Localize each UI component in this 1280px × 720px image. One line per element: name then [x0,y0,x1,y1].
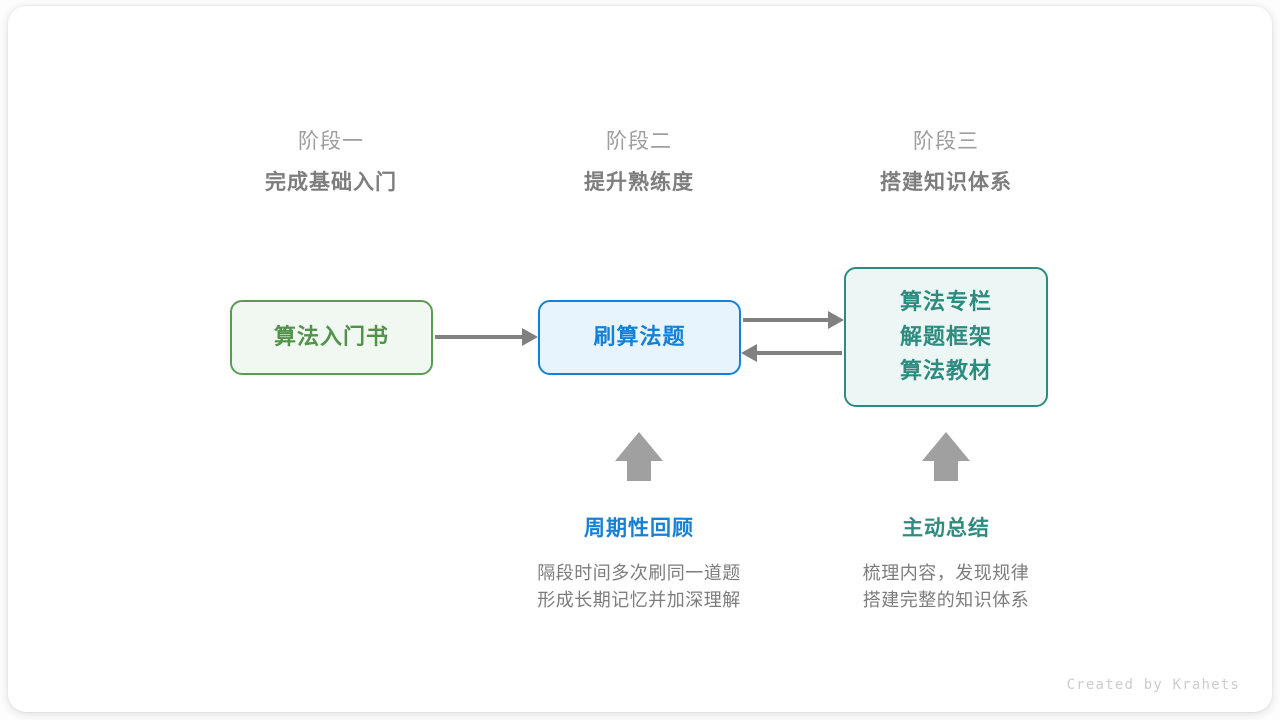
annotation-summary-desc-line-1: 梳理内容，发现规律 [862,563,1030,583]
annotation-review-desc-line-1: 隔段时间多次刷同一道题 [537,563,741,583]
stage-header-2: 阶段二 提升熟练度 [509,131,769,193]
stage-header-1: 阶段一 完成基础入门 [201,131,461,193]
annotation-summary-description: 梳理内容，发现规律 搭建完整的知识体系 [796,560,1096,615]
stage-2-number: 阶段二 [606,130,672,153]
stage-1-title: 完成基础入门 [265,171,397,194]
node-system-line-3: 算法教材 [899,358,992,384]
stage-1-number: 阶段一 [298,130,364,153]
node-book-line-1: 算法入门书 [273,324,389,350]
annotation-periodic-review: 周期性回顾 隔段时间多次刷同一道题 形成长期记忆并加深理解 [489,512,789,615]
stage-2-title: 提升熟练度 [584,171,694,194]
footer-credit: Created by Krahets [1066,677,1240,693]
stage-3-title: 搭建知识体系 [880,171,1012,194]
node-algorithm-intro-book[interactable]: 算法入门书 [230,300,433,375]
annotation-summary-desc-line-2: 搭建完整的知识体系 [862,590,1030,611]
node-system-line-2: 解题框架 [899,323,992,349]
node-knowledge-system[interactable]: 算法专栏 解题框架 算法教材 [844,267,1048,407]
stage-header-3: 阶段三 搭建知识体系 [816,131,1076,193]
annotation-review-title: 周期性回顾 [584,517,694,540]
node-practice-line-1: 刷算法题 [593,324,686,350]
annotation-review-desc-line-2: 形成长期记忆并加深理解 [537,590,741,611]
annotation-active-summary: 主动总结 梳理内容，发现规律 搭建完整的知识体系 [796,512,1096,615]
stage-3-number: 阶段三 [913,130,979,153]
node-practice-problems[interactable]: 刷算法题 [538,300,741,375]
annotation-review-description: 隔段时间多次刷同一道题 形成长期记忆并加深理解 [489,560,789,615]
annotation-summary-title: 主动总结 [902,517,990,540]
node-system-line-1: 算法专栏 [899,288,992,314]
